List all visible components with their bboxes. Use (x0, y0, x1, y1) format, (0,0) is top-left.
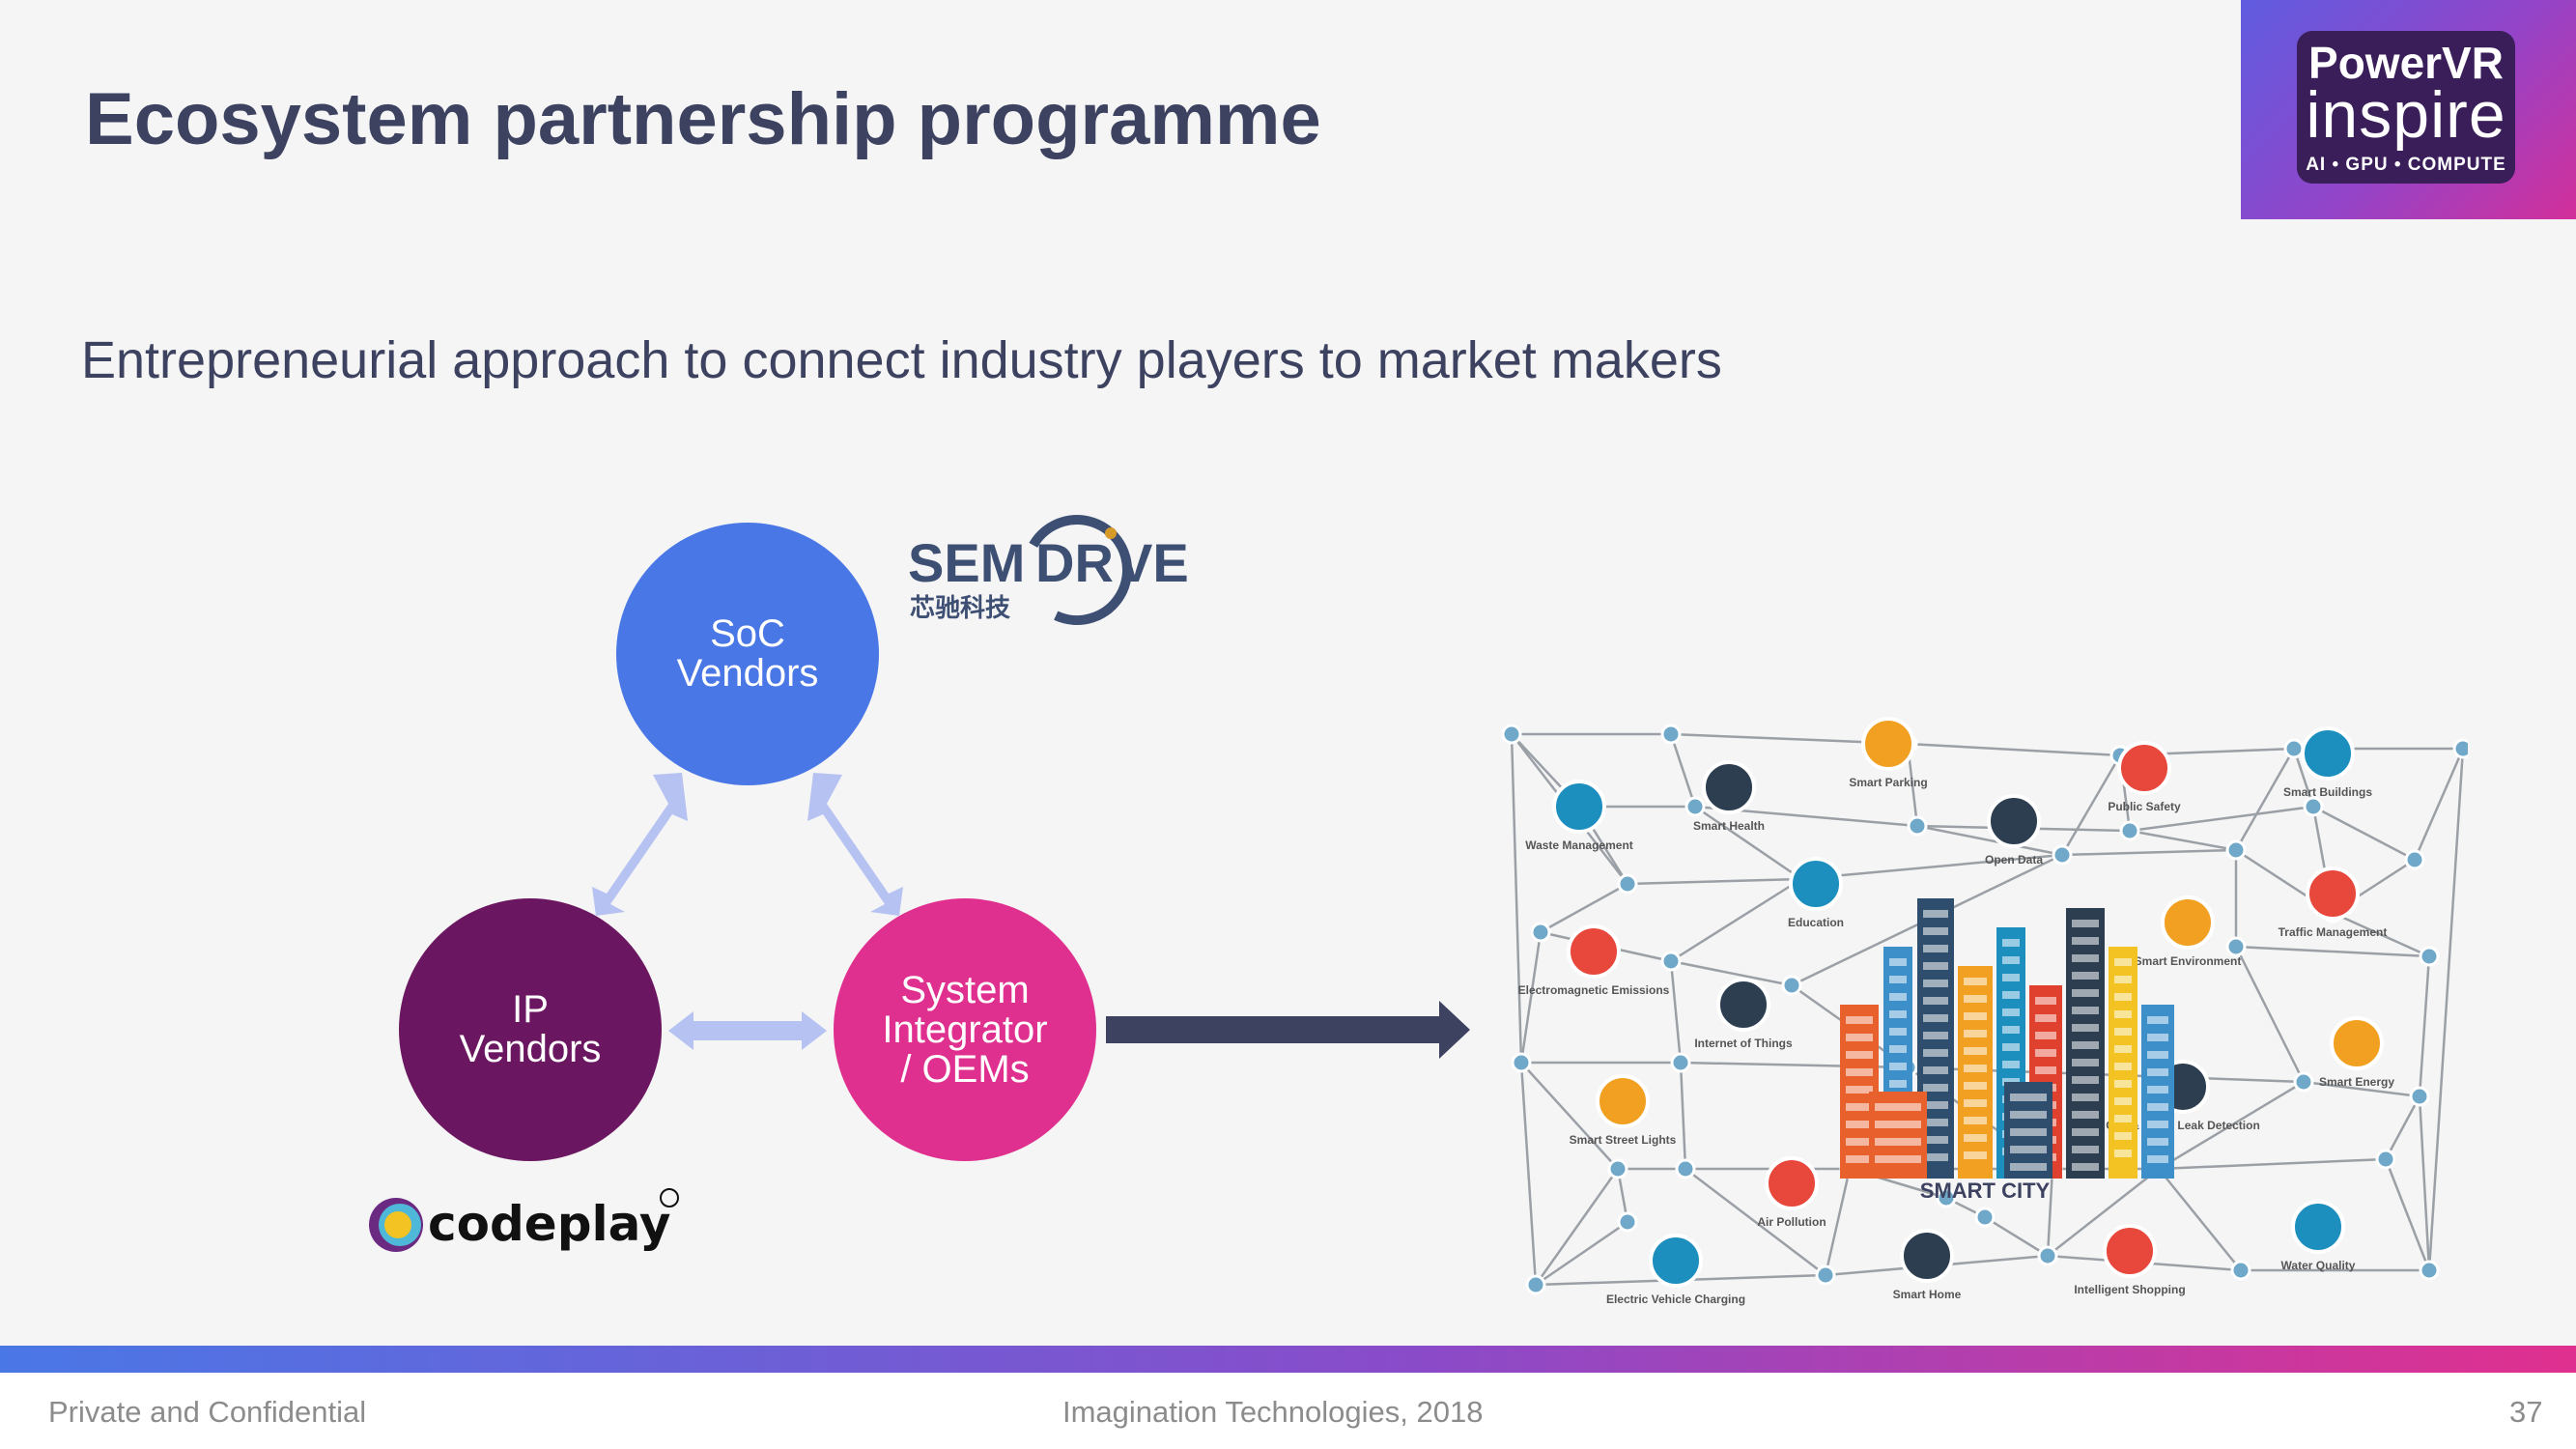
smart-city-icon-label: Smart Parking (1849, 776, 1927, 789)
semdrive-text-end: VE (1117, 532, 1188, 593)
soc-ip-arrow (592, 773, 688, 916)
soc-system-arrow (807, 773, 903, 916)
smart-city-icon-label: Intelligent Shopping (2074, 1283, 2185, 1296)
smart-city-icon (2161, 895, 2215, 950)
smart-city-icon-label: Internet of Things (1694, 1037, 1793, 1050)
system-integrator-node: System Integrator / OEMs (834, 898, 1096, 1161)
smart-city-icon (1861, 717, 1915, 771)
smart-city-icon (1552, 780, 1606, 834)
powervr-inspire-logo: PowerVR inspire AI • GPU • COMPUTE (2241, 0, 2576, 219)
smart-city-icon-label: Education (1788, 916, 1844, 929)
smart-city-icon-label: Traffic Management (2279, 925, 2388, 939)
brand-line-2: inspire (2306, 78, 2506, 152)
smart-city-icon (1596, 1074, 1650, 1128)
codeplay-logo: codeplay (369, 1188, 679, 1252)
footer (0, 1373, 2576, 1449)
smart-city-icon (1702, 760, 1756, 814)
smart-city-icon (1649, 1234, 1703, 1288)
smart-city-icon (1987, 794, 2041, 848)
ip-system-arrow (668, 1011, 827, 1050)
smart-city-icon-label: Electric Vehicle Charging (1606, 1293, 1745, 1306)
smart-city-icon (1789, 857, 1843, 911)
smart-city-icon-label: Smart Health (1693, 819, 1765, 833)
semdrive-chinese: 芯驰科技 (910, 594, 1010, 623)
page-title: Ecosystem partnership programme (85, 78, 1321, 160)
brand-line-1: PowerVR (2308, 38, 2504, 88)
smart-city-icon-label: Air Pollution (1757, 1215, 1826, 1229)
smart-city-icon-label: Open Data (1985, 853, 2043, 867)
ip-vendors-label: IP Vendors (459, 988, 602, 1070)
smart-city-icon-label: Smart Energy (2319, 1075, 2394, 1089)
soc-vendors-node: SoC Vendors (616, 523, 879, 785)
page-number: 37 (2509, 1395, 2543, 1429)
brand-badge: PowerVR inspire AI • GPU • COMPUTE (2297, 31, 2515, 184)
smart-city-icon (2117, 741, 2171, 795)
system-integrator-label: System Integrator / OEMs (882, 968, 1048, 1091)
smart-city-icon-label: Smart Buildings (2283, 785, 2372, 799)
brand-line-3: AI • GPU • COMPUTE (2306, 155, 2506, 175)
footer-company: Imagination Technologies, 2018 (1062, 1395, 1484, 1429)
smart-city-icon (1900, 1229, 1954, 1283)
smart-city-icon (2330, 1016, 2384, 1070)
ip-vendors-node: IP Vendors (399, 898, 662, 1161)
semdrive-text-left: SEM (908, 532, 1025, 593)
footer-gradient-bar (0, 1346, 2576, 1373)
smart-city-icon (1567, 924, 1621, 979)
footer-confidential: Private and Confidential (48, 1395, 367, 1429)
smart-city-icon-label: Water Quality (2281, 1259, 2356, 1272)
semdrive-text-right: DR (1035, 532, 1114, 593)
smart-city-icon (2291, 1200, 2345, 1254)
smart-city-icon-label: Electromagnetic Emissions (1518, 983, 1670, 997)
smart-city-icon-label: Waste Management (1525, 838, 1633, 852)
smart-city-icon (1765, 1156, 1819, 1210)
smart-city-label: SMART CITY (1920, 1179, 2051, 1203)
smart-city-icon (2301, 726, 2355, 781)
semidrive-logo: SEM DR VE 芯驰科技 (908, 515, 1188, 625)
smart-city-icon (1716, 978, 1770, 1032)
slide-subtitle: Entrepreneurial approach to connect indu… (81, 331, 1722, 389)
smart-city-icon (2306, 867, 2360, 921)
smart-city-icon-label: Smart Environment (2135, 954, 2242, 968)
smart-city-icon-label: Smart Street Lights (1570, 1133, 1677, 1147)
soc-vendors-label: SoC Vendors (676, 612, 819, 695)
smart-city-icon (2103, 1224, 2157, 1278)
flow-arrow (1106, 1001, 1470, 1059)
smart-city-icon-label: Public Safety (2108, 800, 2181, 813)
smart-city-icon-label: Smart Home (1893, 1288, 1962, 1301)
codeplay-text: codeplay (428, 1196, 670, 1252)
